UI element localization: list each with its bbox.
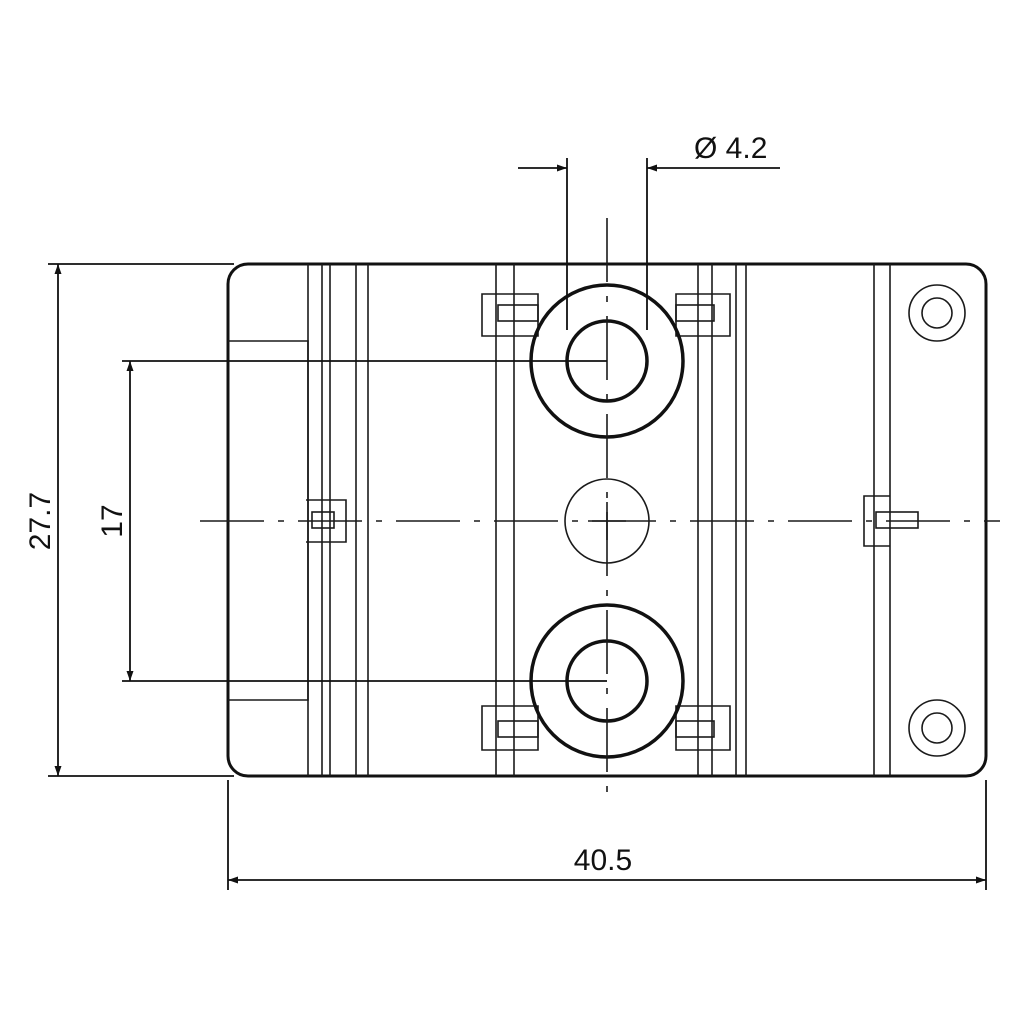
mount-hole-top-inner — [921, 297, 953, 329]
width-label: 40.5 — [574, 844, 632, 877]
center-lines — [200, 218, 1000, 800]
mount-hole-bottom-outer — [908, 699, 966, 757]
mount-hole-bottom-inner — [921, 712, 953, 744]
dim-pitch: 17 — [96, 360, 607, 682]
snap-clips — [306, 293, 919, 751]
clip-bottom-right — [675, 705, 731, 751]
dim-width: 40.5 — [227, 780, 987, 890]
clip-top-right — [675, 293, 731, 337]
clip-middle-right — [863, 495, 919, 547]
mounting-holes — [908, 284, 966, 757]
height-label: 27.7 — [24, 492, 57, 550]
dim-hole-diameter: Ø 4.2 — [518, 132, 780, 330]
mount-hole-top-outer — [908, 284, 966, 342]
dim-height: 27.7 — [24, 263, 234, 777]
clip-bottom-left — [481, 705, 539, 751]
rib-lines — [307, 264, 891, 776]
pitch-label: 17 — [96, 504, 129, 537]
clip-top-left — [481, 293, 539, 337]
housing-body — [226, 262, 988, 778]
hole-diameter-label: Ø 4.2 — [694, 132, 767, 165]
